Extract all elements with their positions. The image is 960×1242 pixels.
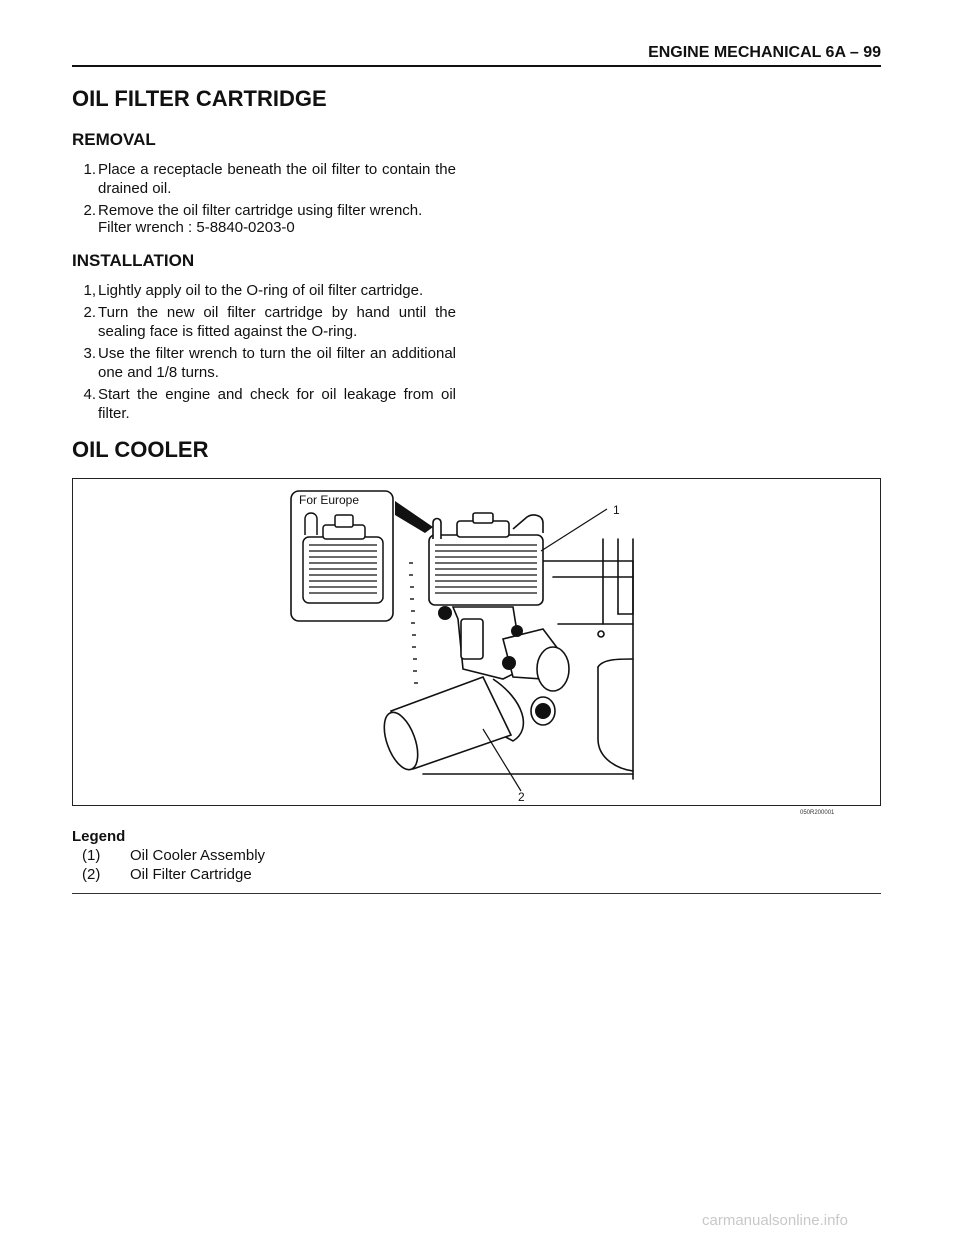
callout-1: 1 <box>613 503 620 517</box>
bottom-rule <box>72 893 881 894</box>
removal-step: 2.Remove the oil filter cartridge using … <box>83 202 423 219</box>
legend-item: (1)Oil Cooler Assembly <box>82 847 266 864</box>
installation-step: 4.Start the engine and check for oil lea… <box>83 386 456 422</box>
section-title-oil-filter-cartridge: OIL FILTER CARTRIDGE <box>72 86 327 111</box>
callout-2: 2 <box>518 790 525 804</box>
filter-wrench-note: Filter wrench : 5-8840-0203-0 <box>98 219 295 236</box>
installation-steps: 1,Lightly apply oil to the O-ring of oil… <box>72 281 456 426</box>
watermark: carmanualsonline.info <box>702 1212 848 1229</box>
oil-cooler-figure: For Europe 1 2 <box>72 478 881 806</box>
removal-steps: 1.Place a receptacle beneath the oil fil… <box>72 160 456 223</box>
removal-heading: REMOVAL <box>72 130 156 149</box>
figure-code: 050R200001 <box>800 810 835 816</box>
installation-step: 1,Lightly apply oil to the O-ring of oil… <box>83 282 424 299</box>
header-rule <box>72 65 881 67</box>
removal-step: 1.Place a receptacle beneath the oil fil… <box>83 161 456 197</box>
legend-title: Legend <box>72 828 126 845</box>
installation-step: 3.Use the filter wrench to turn the oil … <box>83 345 456 381</box>
installation-heading: INSTALLATION <box>72 251 195 270</box>
section-title-oil-cooler: OIL COOLER <box>72 437 209 462</box>
page-header: ENGINE MECHANICAL 6A – 99 <box>648 44 881 61</box>
oil-cooler-illustration <box>290 490 634 792</box>
legend-item: (2)Oil Filter Cartridge <box>82 866 252 883</box>
legend-list: (1)Oil Cooler Assembly (2)Oil Filter Car… <box>82 846 265 884</box>
inset-label-for-europe: For Europe <box>299 493 360 507</box>
installation-step: 2.Turn the new oil filter cartridge by h… <box>83 304 456 340</box>
